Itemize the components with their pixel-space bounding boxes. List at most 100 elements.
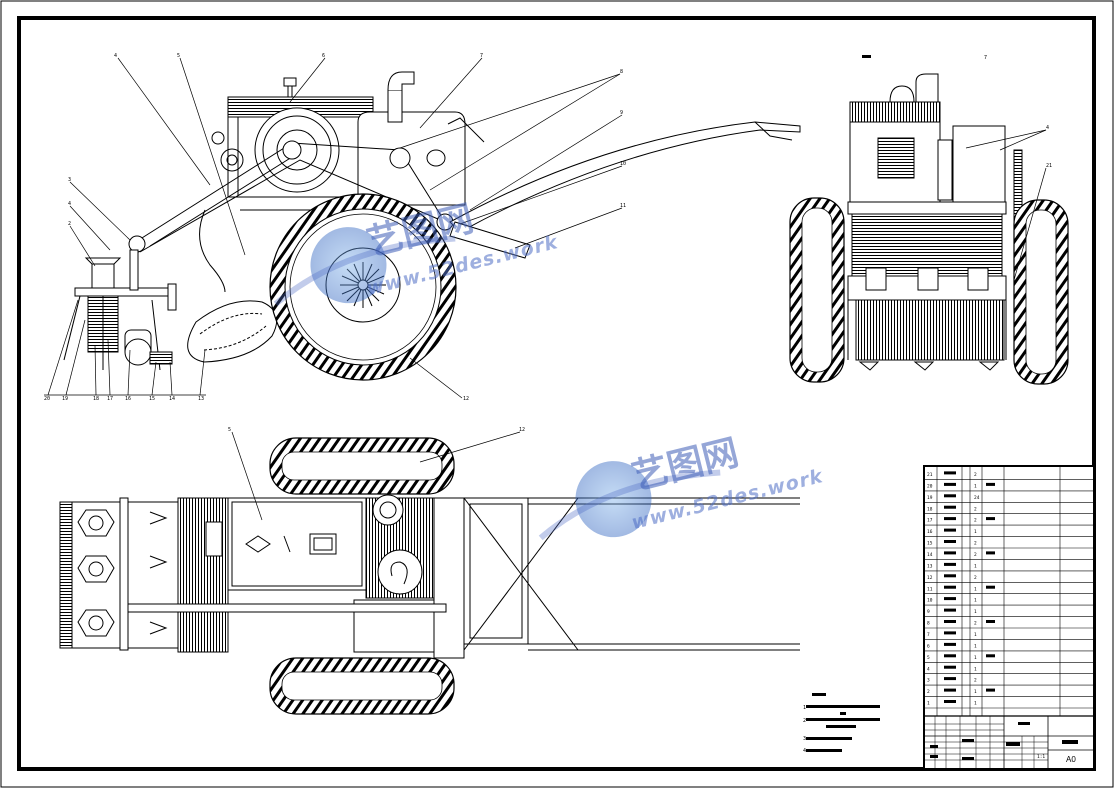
side-view-leaders xyxy=(44,57,623,399)
front-view xyxy=(847,73,1023,371)
watermark-globe-icon xyxy=(310,227,387,304)
bom-material-mark xyxy=(986,551,995,555)
bom-row-quantity: 2 xyxy=(974,678,977,684)
bom-material-mark xyxy=(986,654,995,658)
callout-side-8: 11 xyxy=(620,203,626,209)
bom-part-name-mark xyxy=(944,631,956,635)
bom-material-mark xyxy=(986,585,995,589)
bom-row-quantity: 2 xyxy=(974,472,977,478)
bom-row-number: 14 xyxy=(927,552,933,558)
bom-material-mark xyxy=(986,482,995,486)
top-view-leaders xyxy=(231,431,521,521)
bom-material-mark xyxy=(986,688,995,692)
callout-side-1: 4 xyxy=(114,53,117,59)
bom-row-number: 13 xyxy=(927,563,933,569)
front-view-wheels xyxy=(789,197,1069,385)
callout-side-16: 16 xyxy=(125,396,131,402)
bom-row-quantity: 2 xyxy=(974,621,977,627)
bom-row-number: 4 xyxy=(927,666,930,672)
bom-row-quantity: 1 xyxy=(974,666,977,672)
drawing-scale: 1:1 xyxy=(1037,754,1045,760)
bom-part-name-mark xyxy=(944,597,956,601)
callout-side-11: 2 xyxy=(68,221,71,227)
side-view-callout-labels: 4 5 6 7 8 9 10 11 3 4 2 20 19 18 17 16 1… xyxy=(44,53,626,402)
callout-side-18: 14 xyxy=(169,396,175,402)
callout-side-14: 18 xyxy=(93,396,99,402)
bom-row-quantity: 1 xyxy=(974,609,977,615)
callout-top-2: 12 xyxy=(519,427,525,433)
watermark-globe-icon xyxy=(575,461,652,538)
callout-side-7: 10 xyxy=(620,161,626,167)
bom-part-name-mark xyxy=(944,677,956,681)
front-view-callout-labels: 7 4 21 xyxy=(862,55,1052,169)
note-1-number: 1 xyxy=(803,705,806,711)
bom-part-name-mark xyxy=(944,482,956,486)
bom-part-name-mark xyxy=(944,608,956,612)
top-view xyxy=(59,494,800,659)
bom-row-number: 12 xyxy=(927,575,933,581)
bom-row-number: 6 xyxy=(927,643,930,649)
callout-front-2: 4 xyxy=(1046,125,1049,131)
bom-row-quantity: 2 xyxy=(974,575,977,581)
bom-row-quantity: 1 xyxy=(974,643,977,649)
callout-front-3: 21 xyxy=(1046,163,1052,169)
bom-row-number: 16 xyxy=(927,529,933,535)
bom-part-name-mark xyxy=(944,471,956,475)
bom-part-name-mark xyxy=(944,642,956,646)
bom-row-number: 19 xyxy=(927,495,933,501)
paper-size-label: A0 xyxy=(1066,755,1076,764)
bom-row-quantity: 2 xyxy=(974,518,977,524)
bom-row-quantity: 1 xyxy=(974,483,977,489)
callout-front-1: 7 xyxy=(984,55,987,61)
callout-side-13: 19 xyxy=(62,396,68,402)
bom-part-name-mark xyxy=(944,665,956,669)
callout-side-17: 15 xyxy=(149,396,155,402)
bom-row-quantity: 1 xyxy=(974,689,977,695)
bom-row-number: 11 xyxy=(927,586,933,592)
bom-row-number: 5 xyxy=(927,655,930,661)
note-2-number: 2 xyxy=(803,718,806,724)
top-view-callout-labels: 5 12 xyxy=(228,427,525,433)
callout-side-10: 4 xyxy=(68,201,71,207)
bom-row-quantity: 1 xyxy=(974,586,977,592)
drawing-frame xyxy=(17,16,1096,771)
bom-row-quantity: 1 xyxy=(974,563,977,569)
bom-part-name-mark xyxy=(944,574,956,578)
callout-side-12: 20 xyxy=(44,396,50,402)
bom-row-number: 3 xyxy=(927,678,930,684)
bom-part-name-mark xyxy=(944,551,956,555)
bom-row-number: 9 xyxy=(927,609,930,615)
note-4-number: 4 xyxy=(803,748,806,754)
callout-side-3: 6 xyxy=(322,53,325,59)
callout-side-19: 13 xyxy=(198,396,204,402)
note-3-number: 3 xyxy=(803,736,806,742)
callout-side-2: 5 xyxy=(177,53,180,59)
bom-part-name-mark xyxy=(944,528,956,532)
callout-side-4: 7 xyxy=(480,53,483,59)
front-view-name-mark xyxy=(862,55,871,58)
bom-row-number: 7 xyxy=(927,632,930,638)
bom-part-name-mark xyxy=(944,620,956,623)
bom-row-quantity: 2 xyxy=(974,506,977,512)
watermark-lower: 艺图网 www.52des.work xyxy=(538,432,826,541)
bom-row-quantity: 1 xyxy=(974,701,977,707)
bom-row-number: 8 xyxy=(927,621,930,627)
bom-part-name-mark xyxy=(944,562,956,566)
callout-side-5: 8 xyxy=(620,69,623,75)
callout-side-6: 9 xyxy=(620,110,623,116)
front-view-leaders xyxy=(965,129,1047,281)
bom-row-number: 2 xyxy=(927,689,930,695)
bom-part-name-mark xyxy=(944,700,956,703)
bom-part-name-mark xyxy=(944,688,956,692)
bom-material-mark xyxy=(986,620,995,623)
bom-row-number: 1 xyxy=(927,701,930,707)
bom-row-number: 20 xyxy=(927,483,933,489)
bom-row-quantity: 2 xyxy=(974,552,977,558)
technical-notes: 1 2 3 4 xyxy=(803,693,880,754)
bom-part-name-mark xyxy=(944,517,956,521)
bom-part-name-mark xyxy=(944,540,956,543)
bom-row-quantity: 1 xyxy=(974,655,977,661)
